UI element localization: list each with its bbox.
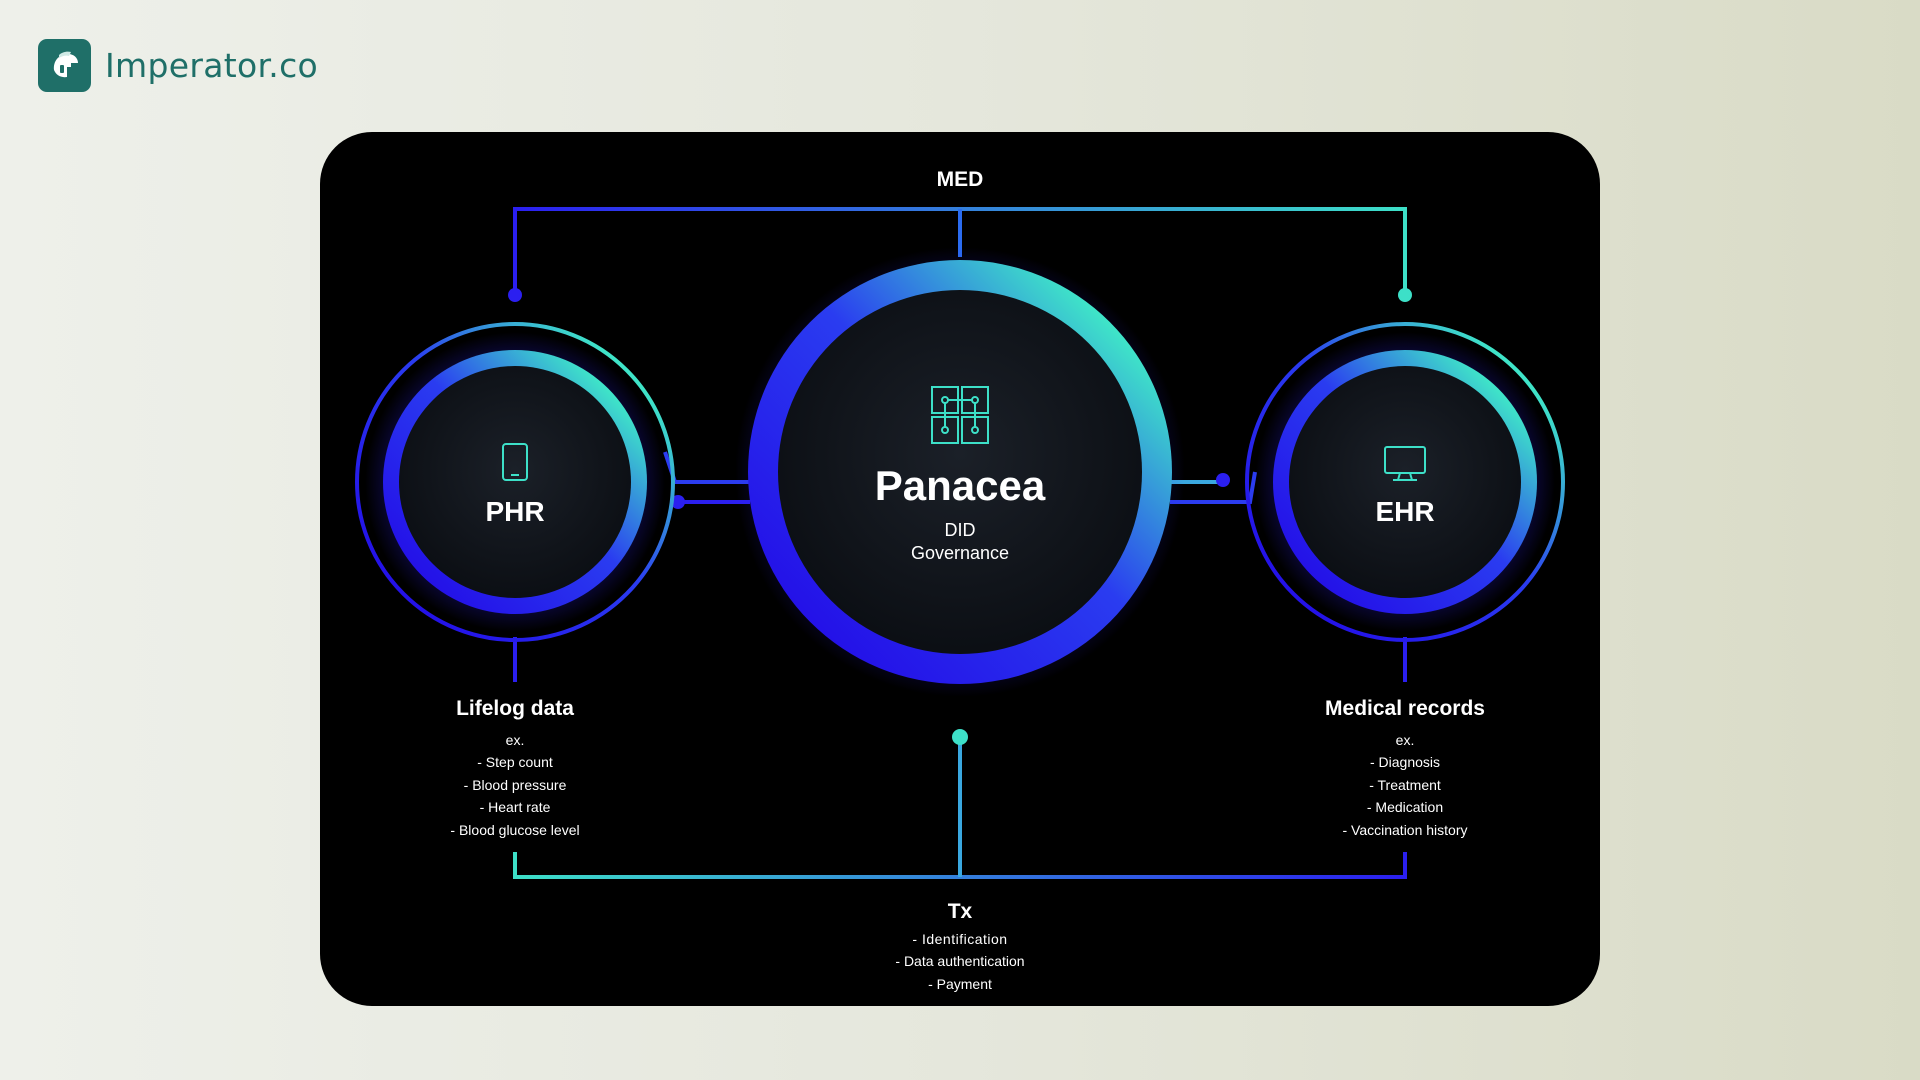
tx-title: Tx: [948, 900, 973, 923]
brand-name: Imperator.co: [105, 46, 319, 85]
list-item: - Identification: [912, 931, 1007, 947]
list-item: - Treatment: [1369, 777, 1441, 793]
connector-dot: [508, 288, 522, 302]
list-item: - Step count: [477, 754, 553, 770]
panacea-title: Panacea: [875, 462, 1046, 509]
medical-records-title: Medical records: [1325, 697, 1485, 720]
list-item: ex.: [1396, 732, 1415, 748]
lifelog-info: Lifelog data ex. - Step count - Blood pr…: [450, 697, 579, 838]
tx-info: Tx - Identification - Data authenticatio…: [895, 900, 1024, 992]
medical-records-info: Medical records ex. - Diagnosis - Treatm…: [1325, 697, 1485, 838]
phr-title: PHR: [485, 496, 544, 527]
connector-dot: [1216, 473, 1230, 487]
panacea-subtitle-line1: DID: [945, 520, 976, 540]
ehr-title: EHR: [1375, 496, 1434, 527]
list-item: - Diagnosis: [1370, 754, 1440, 770]
brand: Imperator.co: [38, 39, 318, 92]
med-label: MED: [937, 168, 984, 191]
list-item: ex.: [506, 732, 525, 748]
ehr-node: EHR: [1245, 322, 1565, 642]
list-item: - Payment: [928, 976, 992, 992]
list-item: - Heart rate: [480, 799, 551, 815]
panacea-node: Panacea DID Governance: [735, 247, 1185, 697]
monitor-icon: [1384, 446, 1426, 481]
list-item: - Blood pressure: [464, 777, 567, 793]
diagram-card: PHR EHR: [320, 132, 1600, 1006]
list-item: - Vaccination history: [1342, 822, 1467, 838]
circuit-grid-icon: [931, 386, 989, 444]
list-item: - Medication: [1367, 799, 1443, 815]
connector-dot: [1398, 288, 1412, 302]
phr-node: PHR: [355, 322, 675, 642]
connector-dot: [671, 495, 685, 509]
lifelog-title: Lifelog data: [456, 697, 574, 720]
list-item: - Data authentication: [895, 953, 1024, 969]
smartphone-icon: [502, 443, 528, 481]
spartan-helmet-icon: [38, 39, 91, 92]
panacea-subtitle-line2: Governance: [911, 543, 1009, 563]
med-connector: [508, 207, 1412, 302]
connector-dot: [952, 729, 968, 745]
tx-connector: [513, 729, 1407, 879]
diagram-svg: PHR EHR: [355, 168, 1565, 992]
list-item: - Blood glucose level: [450, 822, 579, 838]
